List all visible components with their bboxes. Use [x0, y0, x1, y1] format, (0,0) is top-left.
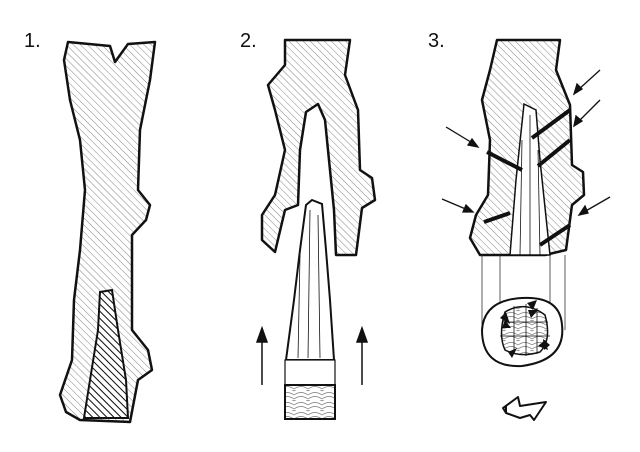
arrow-up-icon: [355, 325, 369, 385]
panel-3-bone: [441, 38, 611, 421]
wood-piece: [502, 396, 547, 421]
arrow-up-icon: [255, 325, 269, 385]
wood-block: [284, 384, 336, 420]
panel-3-label: 3.: [428, 30, 445, 52]
cross-section: [480, 296, 564, 368]
panel-1-label: 1.: [24, 30, 41, 52]
panel-2-label: 2.: [240, 30, 257, 52]
fixation-pins: [483, 108, 572, 247]
pressure-arrows: [441, 69, 611, 216]
clamp-arrow-icons: [500, 300, 550, 358]
panel-1-bone: [58, 40, 157, 424]
bone-peg: [284, 198, 336, 420]
panel-2-bone: [255, 38, 377, 420]
inserted-wedge: [82, 288, 130, 419]
